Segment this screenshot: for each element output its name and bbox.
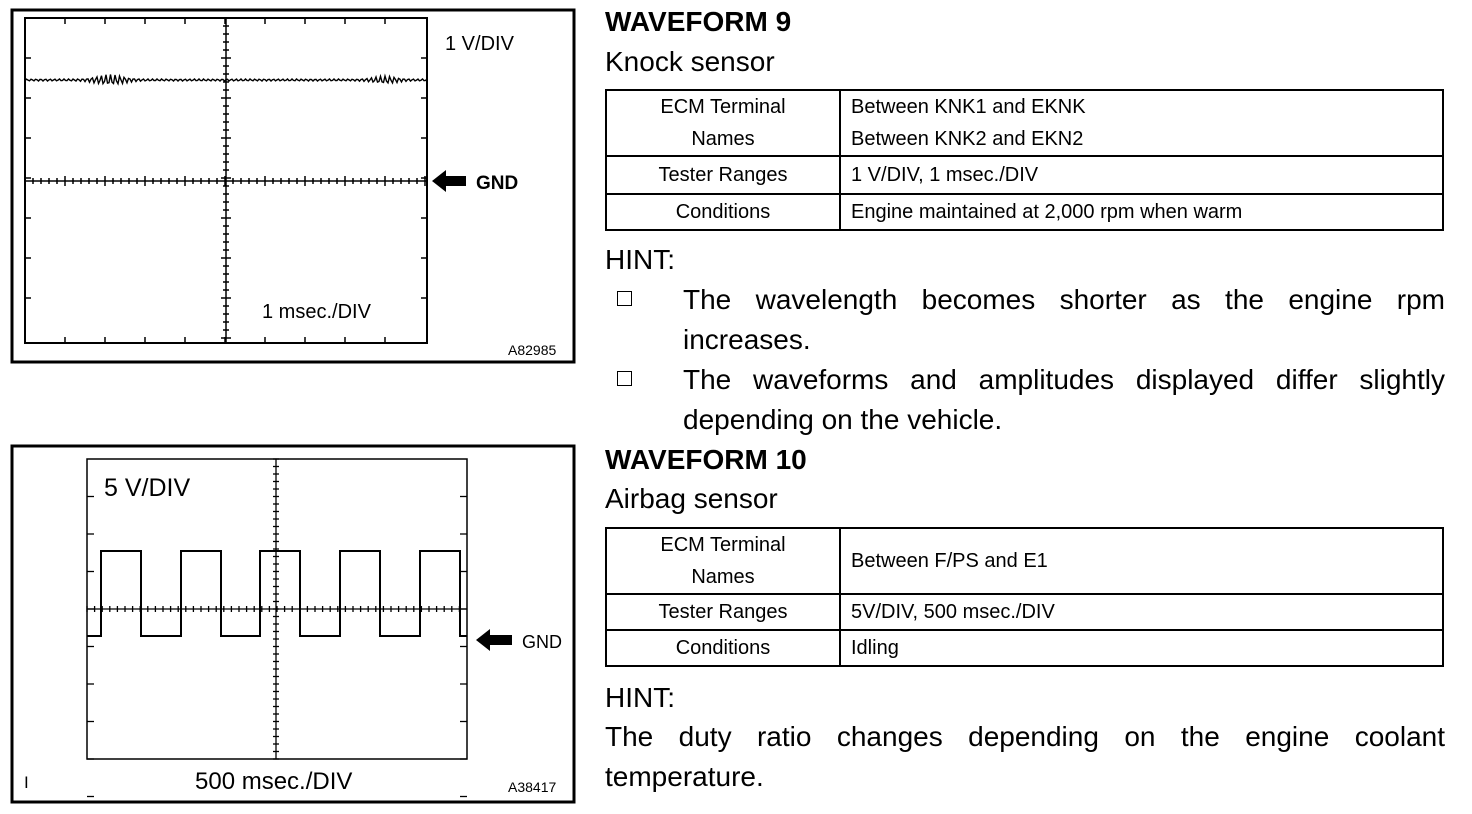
scope2-ground-arrow-icon (476, 629, 512, 651)
waveform9-hint-label: HINT: (605, 244, 675, 275)
conditions-label: Conditions (605, 193, 841, 231)
ecm-value-line1: Between KNK1 and EKNK (851, 96, 1086, 118)
scope2-ground-label: GND (522, 632, 562, 652)
scope2-square-waveform (87, 550, 467, 637)
waveform9-subtitle: Knock sensor (605, 46, 775, 77)
scope2-figure: 5 V/DIV 500 msec./DIV I A38417 GND (10, 444, 576, 804)
scope2-time-div: 500 msec./DIV (195, 768, 352, 795)
hint-text: The wavelength becomes shorter as the en… (683, 284, 1445, 355)
tester-label: Tester Ranges (605, 155, 841, 195)
scope1-time-div: 1 msec./DIV (262, 301, 372, 323)
scope2-corner-mark: I (24, 773, 29, 792)
scope1-knock-waveform (24, 73, 428, 86)
scope2-figure-id: A38417 (508, 779, 556, 795)
checkbox-bullet-icon (617, 371, 632, 386)
waveform9-spec-table: ECM Terminal Names Between KNK1 and EKNK… (605, 89, 1444, 231)
ecm-label-line2: Names (691, 566, 755, 588)
waveform9-tester-row: Tester Ranges 1 V/DIV, 1 msec./DIV (605, 155, 1444, 195)
waveform10-title: WAVEFORM 10 (605, 444, 807, 475)
ecm-label-line2: Names (691, 128, 755, 150)
scope1-volt-div: 1 V/DIV (445, 33, 515, 55)
waveform10-subtitle: Airbag sensor (605, 483, 778, 514)
waveform10-hint-label: HINT: (605, 682, 675, 713)
waveform10-conditions-row: Conditions Idling (605, 629, 1444, 667)
ecm-label-line1: ECM Terminal (660, 534, 786, 556)
ecm-value-line2: Between KNK2 and EKN2 (851, 128, 1084, 150)
waveform10-tester-row: Tester Ranges 5V/DIV, 500 msec./DIV (605, 593, 1444, 631)
tester-value: 1 V/DIV, 1 msec./DIV (839, 155, 1444, 195)
waveform9-ecm-row: ECM Terminal Names Between KNK1 and EKNK… (605, 89, 1444, 157)
scope1-figure: 1 V/DIV 1 msec./DIV A82985 GND (10, 8, 576, 364)
hint-text: The waveforms and amplitudes displayed d… (683, 364, 1445, 435)
waveform9-hint-item: The waveforms and amplitudes displayed d… (605, 360, 1445, 440)
ecm-value: Between F/PS and E1 (839, 527, 1444, 595)
waveform9-conditions-row: Conditions Engine maintained at 2,000 rp… (605, 193, 1444, 231)
waveform10-ecm-row: ECM Terminal Names Between F/PS and E1 (605, 527, 1444, 595)
tester-value: 5V/DIV, 500 msec./DIV (839, 593, 1444, 631)
scope1-figure-id: A82985 (508, 342, 556, 358)
scope2-volt-div: 5 V/DIV (104, 474, 190, 502)
ecm-label-line1: ECM Terminal (660, 96, 786, 118)
scope1-ground-marker: GND (476, 173, 518, 194)
scope1-ground-arrow-icon (432, 170, 466, 192)
tester-label: Tester Ranges (605, 593, 841, 631)
waveform9-title: WAVEFORM 9 (605, 6, 792, 37)
waveform10-hint-text: The duty ratio changes depending on the … (605, 721, 1445, 792)
conditions-label: Conditions (605, 629, 841, 667)
conditions-value: Idling (839, 629, 1444, 667)
waveform10-spec-table: ECM Terminal Names Between F/PS and E1 T… (605, 527, 1444, 667)
checkbox-bullet-icon (617, 291, 632, 306)
waveform9-hint-item: The wavelength becomes shorter as the en… (605, 280, 1445, 360)
conditions-value: Engine maintained at 2,000 rpm when warm (839, 193, 1444, 231)
